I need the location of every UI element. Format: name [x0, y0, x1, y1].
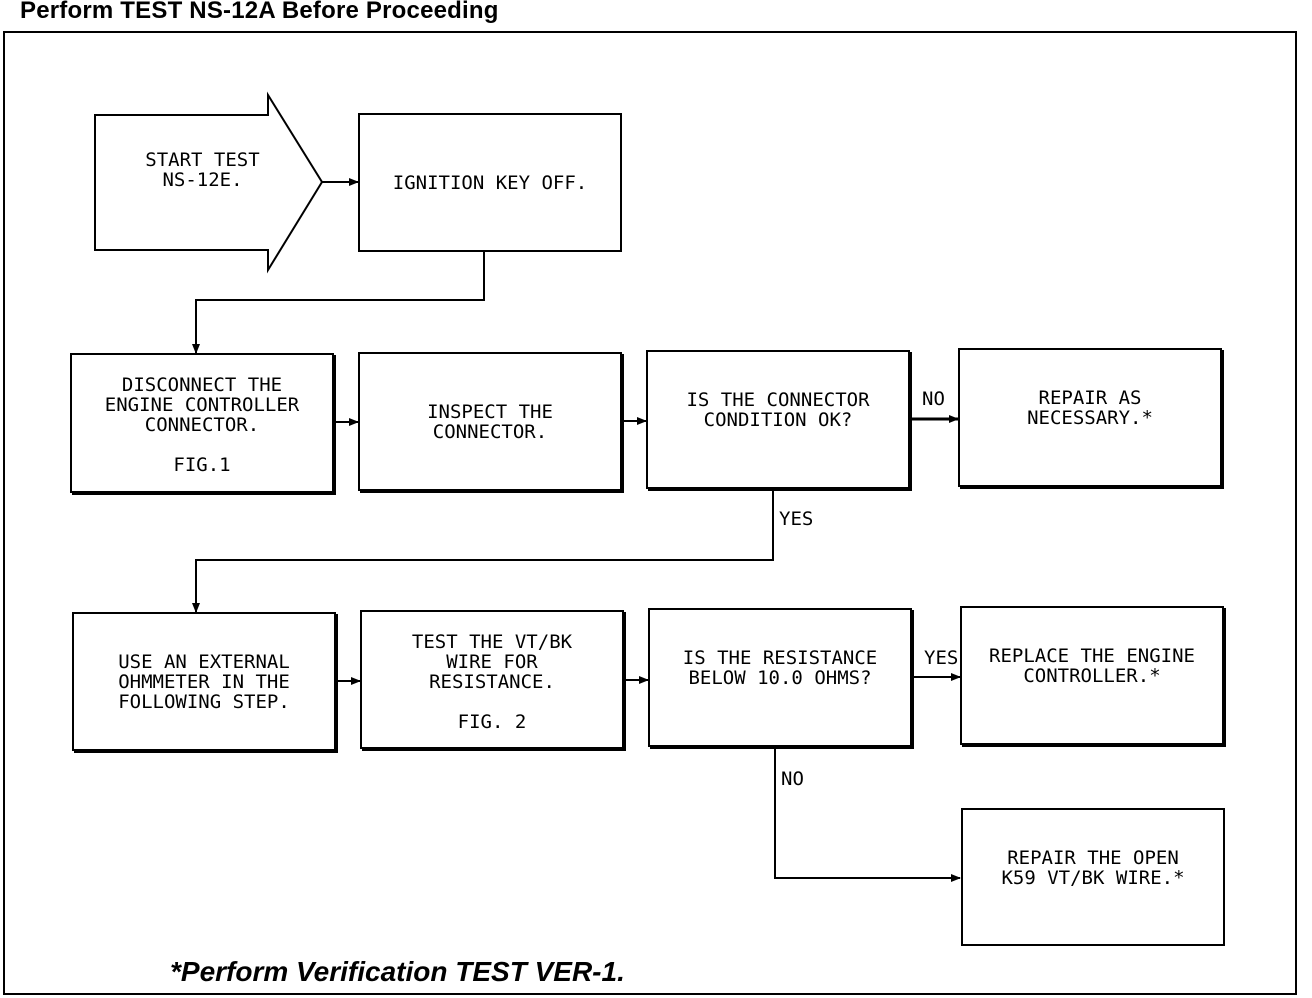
ohmmeter-box: USE AN EXTERNAL OHMMETER IN THE FOLLOWIN…: [72, 612, 336, 751]
page-header: Perform TEST NS-12A Before Proceeding: [20, 0, 499, 24]
arrow-ignition-to-disconnect: [192, 251, 485, 354]
fig-1-reference: FIG.1: [173, 454, 231, 476]
ignition-box: IGNITION KEY OFF.: [358, 113, 622, 252]
no-label-resistance: NO: [781, 768, 804, 790]
repair-necessary-box: REPAIR AS NECESSARY.*: [958, 348, 1222, 487]
diagram-frame: [3, 31, 1297, 995]
start-arrow-shape: [94, 91, 324, 274]
verification-footnote: *Perform Verification TEST VER-1.: [170, 956, 625, 987]
arrow-no-to-repair-open: [774, 749, 961, 882]
arrow-yes-to-ohmmeter: [192, 490, 774, 613]
yes-label-connector: YES: [779, 508, 814, 530]
yes-label-resistance: YES: [924, 647, 959, 669]
repair-open-box: REPAIR THE OPEN K59 VT/BK WIRE.*: [961, 808, 1225, 946]
resistance-question-box: IS THE RESISTANCE BELOW 10.0 OHMS?: [648, 608, 912, 747]
disconnect-box: DISCONNECT THE ENGINE CONTROLLER CONNECT…: [70, 353, 334, 493]
replace-controller-box: REPLACE THE ENGINE CONTROLLER.*: [960, 606, 1224, 745]
no-label-connector: NO: [922, 388, 945, 410]
inspect-box: INSPECT THE CONNECTOR.: [358, 352, 622, 491]
fig-2-reference: FIG. 2: [457, 711, 527, 733]
connector-question-box: IS THE CONNECTOR CONDITION OK?: [646, 350, 910, 489]
test-wire-box: TEST THE VT/BK WIRE FOR RESISTANCE. FIG.…: [360, 610, 624, 749]
